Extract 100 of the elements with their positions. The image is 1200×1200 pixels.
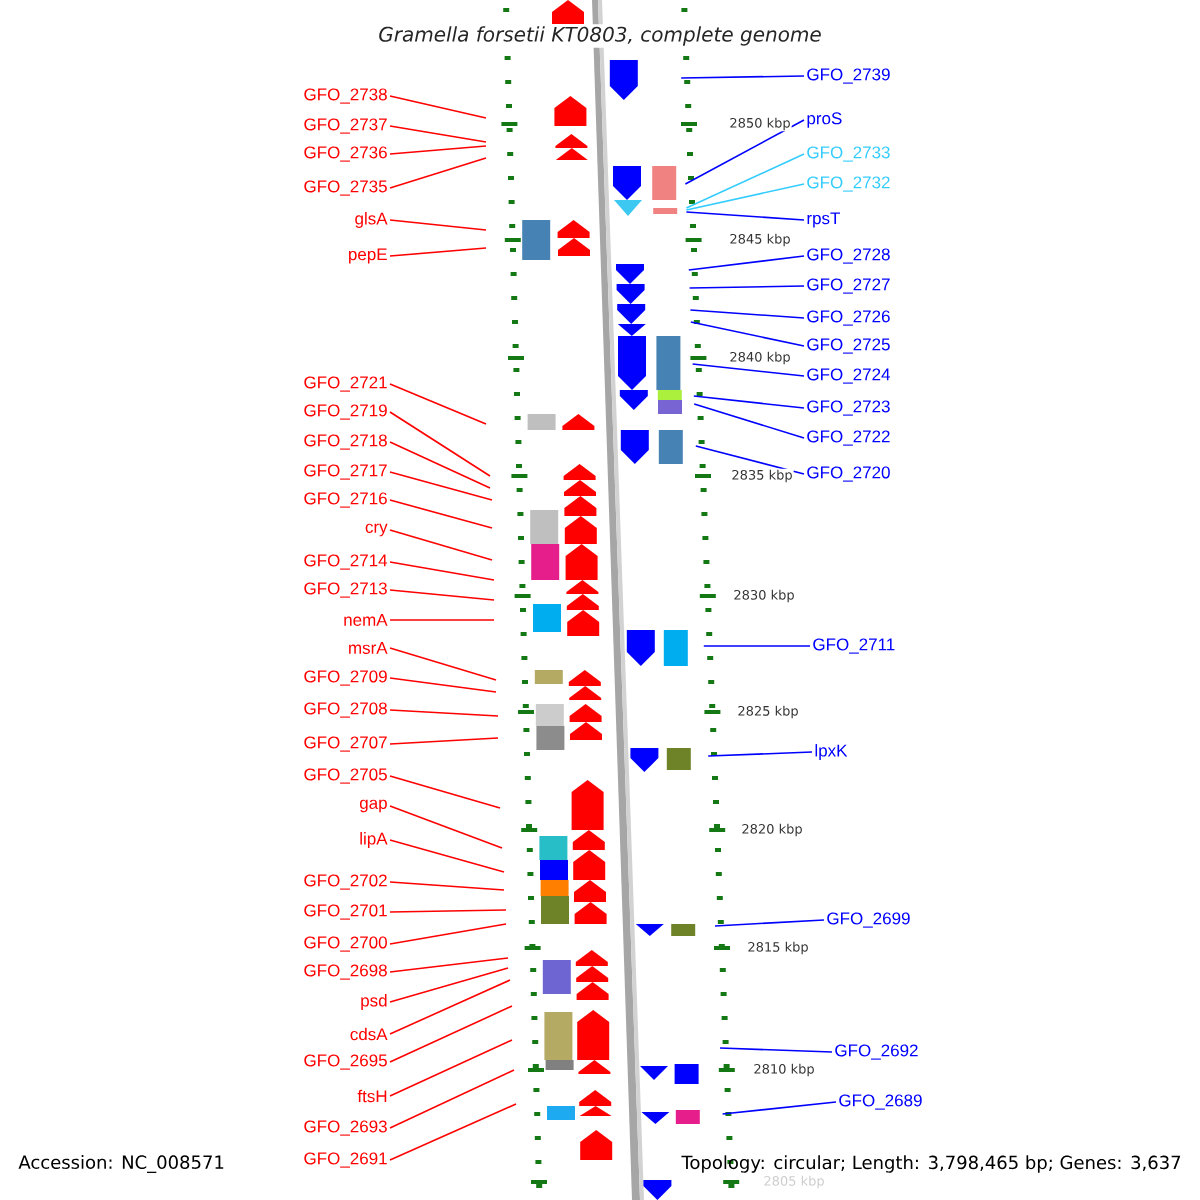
leader-line <box>703 645 811 647</box>
gene-label: lipA <box>360 832 388 848</box>
gene-label: GFO_2691 <box>304 1152 387 1168</box>
gene-label: GFO_2720 <box>807 466 890 482</box>
gene-label: GFO_2695 <box>304 1054 387 1070</box>
leader-line <box>389 647 497 681</box>
leader-line <box>389 839 505 873</box>
gene-label: GFO_2716 <box>304 492 387 508</box>
leader-line <box>719 1047 833 1053</box>
gene-label: nemA <box>344 614 388 626</box>
leader-line <box>688 285 805 289</box>
gene-label: GFO_2725 <box>807 338 890 354</box>
leader-line <box>389 957 509 973</box>
leader-line <box>389 529 493 561</box>
gene-label: msrA <box>349 642 388 654</box>
gene-label: GFO_2739 <box>807 68 890 84</box>
gene-label: GFO_2726 <box>807 310 890 326</box>
leader-line <box>689 309 805 319</box>
leader-line <box>680 75 805 79</box>
leader-line <box>389 619 495 621</box>
gene-label: psd <box>361 994 387 1010</box>
gene-label: GFO_2692 <box>835 1044 918 1060</box>
leader-line <box>714 919 825 927</box>
gene-label: GFO_2721 <box>304 376 387 392</box>
leader-line <box>389 219 487 231</box>
gene-label: GFO_2701 <box>304 904 387 920</box>
leader-line <box>389 1005 513 1063</box>
gene-label: GFO_2723 <box>807 400 890 416</box>
gene-label: GFO_2728 <box>807 248 890 264</box>
leader-line <box>389 677 497 693</box>
gene-label: GFO_2709 <box>304 670 387 686</box>
gene-label: GFO_2735 <box>304 180 387 196</box>
gene-label: gap <box>359 799 387 813</box>
title: Gramella forsetii KT0803, complete genome <box>376 24 824 48</box>
gene-label: GFO_2722 <box>807 430 890 446</box>
leader-line <box>684 119 805 185</box>
gene-label: GFO_2718 <box>304 434 387 450</box>
gene-label: GFO_2689 <box>839 1094 922 1110</box>
gene-label: pepE <box>349 248 387 264</box>
gene-label: rpsT <box>807 212 841 228</box>
gene-label: cdsA <box>350 1027 388 1041</box>
gene-label: ftsH <box>357 1089 387 1103</box>
footer-text: Topology: circular; Length: 3,798,465 bp; Genes: 3,637 <box>681 1155 1181 1173</box>
gene-label: GFO_2727 <box>807 278 890 294</box>
leader-line <box>389 881 505 891</box>
gene-label: GFO_2737 <box>304 118 387 134</box>
leader-line <box>389 157 487 189</box>
leader-line <box>389 805 503 849</box>
gene-label: GFO_2717 <box>304 464 387 480</box>
leader-line <box>389 1069 515 1129</box>
leader-line <box>389 499 493 529</box>
leader-line <box>389 909 507 913</box>
leader-line <box>389 247 487 257</box>
gene-label: GFO_2736 <box>304 146 387 162</box>
leader-line <box>389 589 495 601</box>
leader-line <box>389 979 511 1035</box>
gene-label: GFO_2708 <box>304 702 387 718</box>
gene-label: GFO_2719 <box>304 404 387 420</box>
gene-label: GFO_2705 <box>304 768 387 784</box>
leader-line <box>707 751 813 757</box>
leader-line <box>389 145 487 155</box>
footer-text: Accession: NC_008571 <box>18 1155 224 1173</box>
gene-label: GFO_2738 <box>304 88 387 104</box>
gene-label: GFO_2714 <box>304 554 388 570</box>
gene-label: GFO_2732 <box>807 176 890 192</box>
leader-line <box>690 321 805 347</box>
leader-line <box>389 1039 513 1097</box>
gene-label: GFO_2707 <box>304 736 387 752</box>
leader-line <box>685 153 805 209</box>
leader-line <box>389 125 487 143</box>
gene-label: cry <box>365 523 388 537</box>
gene-label: GFO_2698 <box>304 964 387 980</box>
gene-label: GFO_2702 <box>304 874 387 890</box>
gene-label: GFO_2713 <box>304 582 387 598</box>
leader-line <box>389 923 507 945</box>
leader-line <box>693 395 805 409</box>
leader-line <box>389 441 491 489</box>
gene-label: GFO_2699 <box>827 912 910 928</box>
leader-line <box>389 383 487 425</box>
leader-line <box>389 411 491 477</box>
leader-line <box>695 445 805 475</box>
leader-line <box>691 363 805 377</box>
leader-line <box>389 737 499 745</box>
leader-line <box>685 183 805 211</box>
leader-line <box>693 403 805 439</box>
leader-line <box>688 255 805 271</box>
leader-line <box>389 775 501 809</box>
gene-label: GFO_2733 <box>807 146 890 162</box>
gene-label: proS <box>807 112 842 128</box>
gene-label: GFO_2724 <box>807 368 891 384</box>
gene-label: GFO_2693 <box>304 1120 387 1136</box>
gene-label: lpxK <box>815 744 848 760</box>
gene-label: GFO_2711 <box>813 638 895 654</box>
leader-line <box>685 211 805 221</box>
leader-line <box>721 1101 837 1115</box>
gene-label: glsA <box>355 212 388 228</box>
gene-label: GFO_2700 <box>304 936 387 952</box>
leader-line <box>389 1103 517 1161</box>
leader-line <box>389 471 493 501</box>
leader-line <box>389 709 499 717</box>
